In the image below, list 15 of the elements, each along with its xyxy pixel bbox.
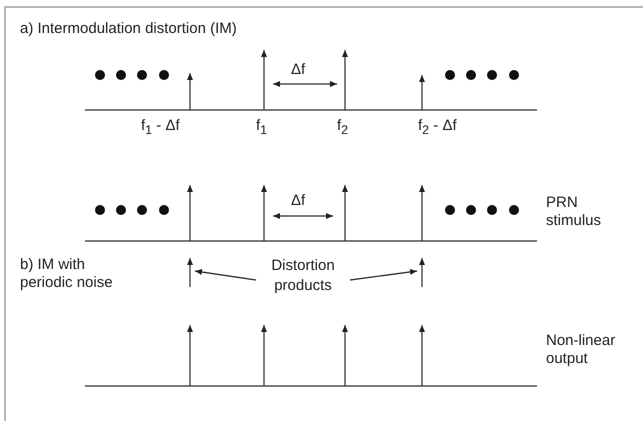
spectral-line-icon [418, 257, 426, 287]
leader-line [350, 268, 418, 281]
frequency-label: f$_{1}$ - Δf [141, 117, 180, 139]
heading: a) Intermodulation distortion (IM) [20, 20, 237, 38]
dimension-label: Δf [291, 61, 306, 79]
section-label: b) IM with periodic noise [20, 256, 114, 292]
frequency-label: f$_{2}$ [337, 117, 348, 139]
leader-line [194, 269, 256, 281]
callout-text: Distortion products [257, 256, 349, 296]
spectral-line-icon [186, 257, 194, 287]
dimension-label: Δf [291, 192, 306, 210]
caption-text: PRN stimulus [546, 194, 602, 230]
frequency-label: f$_{2}$ - Δf [418, 117, 457, 139]
caption-text: Non-linear output [546, 332, 616, 368]
frequency-label: f$_{1}$ [256, 117, 268, 139]
